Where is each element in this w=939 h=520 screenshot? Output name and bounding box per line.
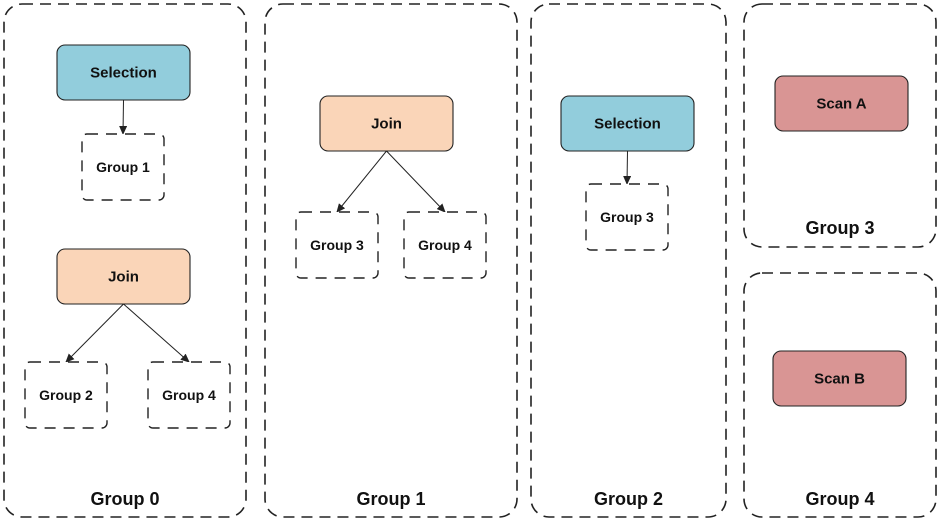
group-4-label: Group 4 (805, 489, 874, 509)
group-2-selection-node (560, 95, 695, 152)
group-1-group-4-ref-box (403, 211, 487, 279)
group-3-label: Group 3 (805, 218, 874, 238)
group-0-group-2-ref-label: Group 2 (39, 387, 93, 403)
group-0-group-4-ref-box (147, 361, 231, 429)
group-0-selection-node-label: Selection (90, 65, 157, 82)
group-1-group-3-ref-box (295, 211, 379, 279)
group-0-selection-node (56, 44, 191, 101)
group-0-group-4-ref-label: Group 4 (162, 387, 216, 403)
group-1-group-3-ref-label: Group 3 (310, 237, 364, 253)
group-4-scan-b-node-label: Scan B (814, 371, 865, 388)
group-3-container (743, 3, 937, 248)
group-1-container (264, 3, 518, 518)
group-1-group-3-ref-edge (336, 150, 387, 213)
group-0-label: Group 0 (90, 489, 159, 509)
group-2-container (530, 3, 727, 518)
group-2-group-3-ref-box (585, 183, 669, 251)
group-2-selection-node-label: Selection (594, 116, 661, 133)
group-0-join-node (56, 248, 191, 305)
group-1-group-4-ref-label: Group 4 (418, 237, 472, 253)
group-0-group-1-ref-box (81, 133, 165, 201)
group-0-group-1-ref-label: Group 1 (96, 159, 150, 175)
group-0-container (3, 3, 247, 518)
group-2-group-3-ref-edge (623, 150, 632, 185)
group-0-join-node-label: Join (108, 269, 139, 286)
group-0-group-1-ref-edge (119, 99, 128, 135)
group-3-scan-a-node-label: Scan A (816, 96, 866, 113)
group-1-join-node (319, 95, 454, 152)
group-4-container (743, 272, 937, 518)
group-1-join-node-label: Join (371, 116, 402, 133)
group-2-label: Group 2 (594, 489, 663, 509)
group-2-group-3-ref-label: Group 3 (600, 209, 654, 225)
group-0-group-2-ref-box (24, 361, 108, 429)
group-0-group-4-ref-edge (123, 303, 190, 363)
group-1-group-4-ref-edge (386, 150, 446, 213)
group-3-scan-a-node (774, 75, 909, 132)
group-4-scan-b-node (772, 350, 907, 407)
group-0-group-2-ref-edge (65, 303, 124, 363)
group-1-label: Group 1 (356, 489, 425, 509)
